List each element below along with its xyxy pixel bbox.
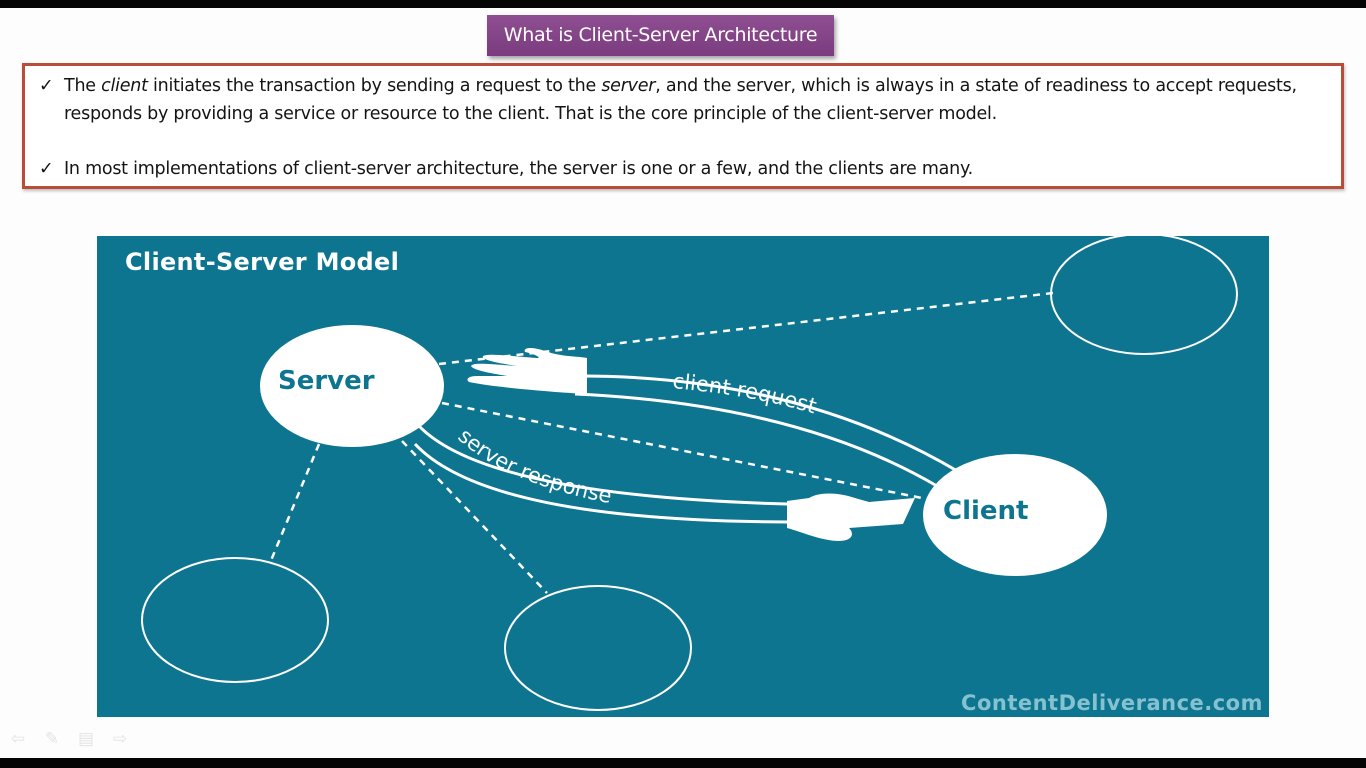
dashed-connectors — [268, 291, 1054, 594]
diagram-graphics: client request server response — [141, 236, 1238, 711]
connector-server-to-bottom-left — [268, 443, 321, 564]
client-label: Client — [943, 496, 1029, 526]
bullet-text: The client initiates the transaction by … — [39, 72, 1321, 128]
watermark: ContentDeliverance.com — [961, 691, 1263, 715]
client-outline-top-right — [1050, 236, 1238, 355]
server-node — [260, 325, 444, 447]
client-request-label: client request — [672, 369, 820, 418]
request-arm-outer — [579, 374, 960, 474]
client-outline-bottom-left — [141, 557, 329, 683]
bullet-text-part: initiates the transaction by sending a r… — [147, 76, 602, 96]
slide-title: What is Client-Server Architecture — [487, 15, 834, 56]
bullet-list: ✓ The client initiates the transaction b… — [22, 63, 1344, 189]
bullet-text-italic: client — [101, 76, 148, 96]
slide-navigation: ⇦ ✎ ▤ ⇨ — [8, 730, 130, 748]
pen-icon[interactable]: ✎ — [44, 729, 60, 748]
request-arm-inner — [574, 392, 938, 488]
bullet-text-part: In most implementations of client-server… — [64, 159, 973, 179]
bullet-text-italic: server — [601, 76, 656, 96]
bullet-item: ✓ The client initiates the transaction b… — [39, 72, 1321, 128]
menu-icon[interactable]: ▤ — [77, 729, 95, 748]
bullet-item: ✓ In most implementations of client-serv… — [39, 155, 1321, 183]
reaching-hand-icon — [467, 348, 587, 394]
next-slide-icon[interactable]: ⇨ — [112, 729, 128, 748]
bullet-text: In most implementations of client-server… — [39, 155, 1321, 183]
bottom-letterbox — [0, 758, 1366, 768]
response-arm — [413, 424, 788, 524]
other-clients — [141, 236, 1238, 711]
response-arm-inner — [413, 442, 788, 524]
client-request-text: client request — [672, 369, 820, 418]
response-arm-outer — [417, 424, 788, 506]
checkmark-icon: ✓ — [39, 159, 54, 179]
client-outline-bottom-middle — [504, 585, 692, 711]
diagram-title: Client-Server Model — [125, 248, 400, 276]
connector-server-to-client — [441, 401, 928, 501]
bullet-text-part: , and the server, which is always in a s… — [64, 76, 1297, 124]
connector-server-to-bottom-middle — [401, 440, 548, 594]
server-label: Server — [278, 366, 375, 396]
checkmark-icon: ✓ — [39, 76, 54, 96]
server-response-label: server response — [454, 424, 614, 508]
top-letterbox — [0, 0, 1366, 8]
hand-with-card-icon — [787, 493, 915, 541]
client-server-diagram: client request server response Client-Se… — [97, 236, 1269, 717]
request-arm — [574, 374, 960, 488]
client-node — [923, 454, 1107, 576]
bullet-text-part: The — [64, 76, 102, 96]
previous-slide-icon[interactable]: ⇦ — [10, 729, 26, 748]
server-response-text: server response — [454, 424, 614, 508]
